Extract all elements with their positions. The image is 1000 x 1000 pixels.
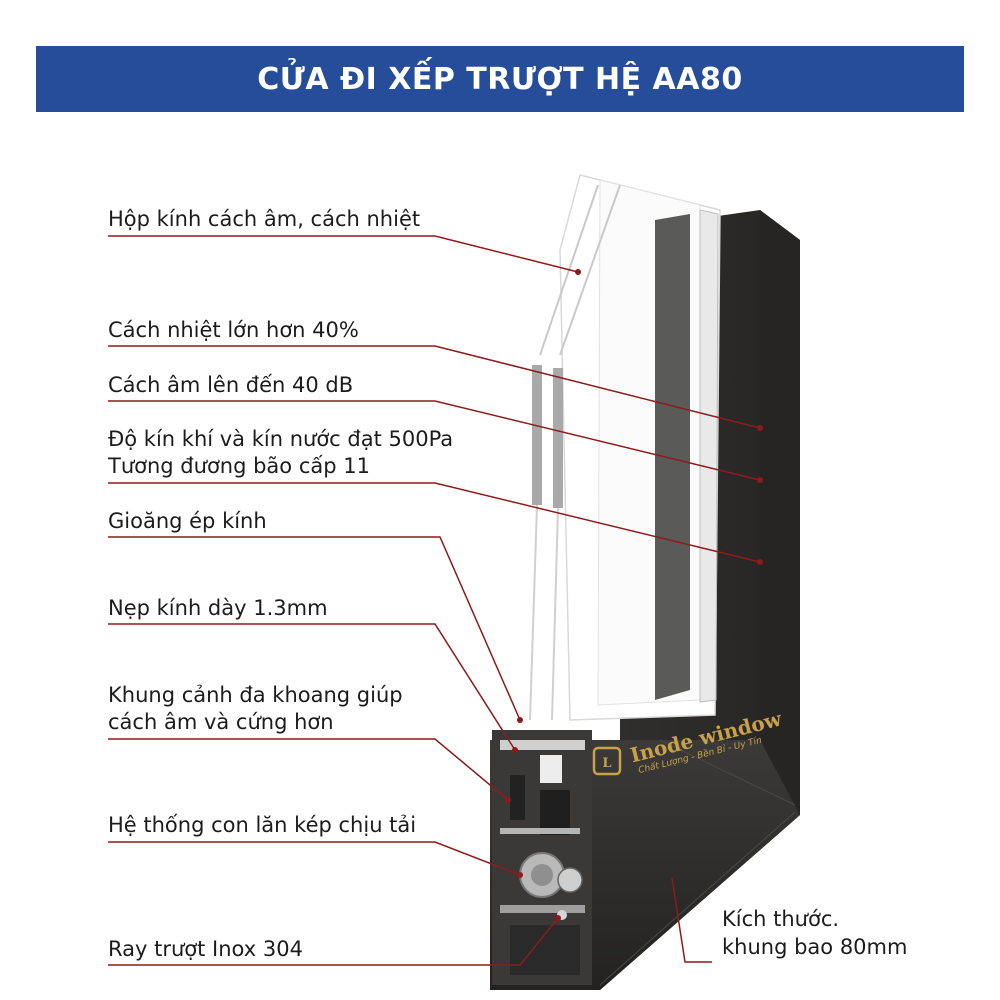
label-glazing-bead: Nẹp kính dày 1.3mm bbox=[108, 596, 328, 620]
page-title: CỬA ĐI XẾP TRƯỢT HỆ AA80 bbox=[257, 61, 743, 97]
leader-sash bbox=[108, 738, 509, 801]
label-insulated-glass: Hộp kính cách âm, cách nhiệt bbox=[108, 207, 421, 231]
svg-text:L: L bbox=[602, 756, 611, 771]
leader-thermal bbox=[108, 345, 761, 429]
label-airtight-line1: Độ kín khí và kín nước đạt 500Pa bbox=[108, 427, 454, 451]
leader-rollers bbox=[108, 841, 521, 876]
leader-insulated-glass bbox=[108, 235, 579, 273]
label-sash-line2: cách âm và cứng hơn bbox=[108, 710, 334, 734]
label-sliding-rail: Ray trượt Inox 304 bbox=[108, 937, 303, 961]
leader-glazing-bead bbox=[108, 623, 516, 751]
leader-gasket bbox=[108, 536, 521, 721]
leader-size bbox=[671, 877, 712, 963]
leader-airtight bbox=[108, 482, 761, 563]
glass-pane bbox=[529, 174, 721, 721]
title-banner: CỬA ĐI XẾP TRƯỢT HỆ AA80 bbox=[36, 46, 964, 112]
label-roller-system: Hệ thống con lăn kép chịu tải bbox=[108, 813, 417, 837]
inode-window-logo: L bbox=[592, 746, 622, 776]
sash-profile-section bbox=[492, 730, 592, 985]
label-airtight-line2: Tương đương bão cấp 11 bbox=[108, 454, 370, 478]
label-acoustic-insulation: Cách âm lên đến 40 dB bbox=[108, 373, 354, 397]
label-thermal-insulation: Cách nhiệt lớn hơn 40% bbox=[108, 318, 359, 342]
label-size-line2: khung bao 80mm bbox=[722, 935, 908, 959]
label-sash-line1: Khung cảnh đa khoang giúp bbox=[108, 683, 403, 707]
leader-rail bbox=[108, 917, 559, 966]
label-glass-gasket: Gioăng ép kính bbox=[108, 509, 267, 533]
label-size-line1: Kích thước. bbox=[722, 907, 840, 931]
leader-acoustic bbox=[108, 400, 761, 481]
